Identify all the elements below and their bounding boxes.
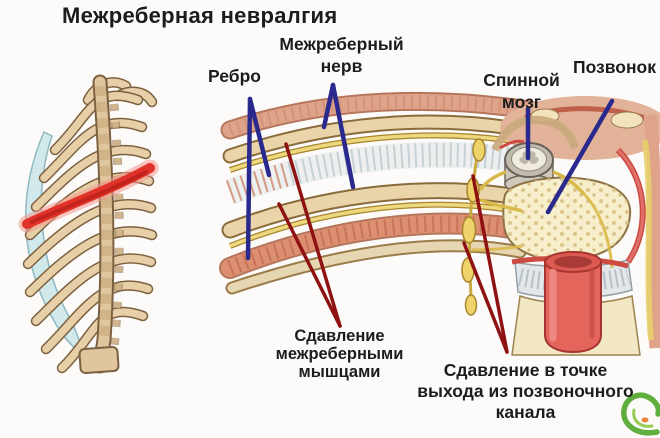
nerve-pointer-line-short [321, 82, 336, 130]
spinal-cord-drawing [504, 142, 554, 194]
label-muscle-compression-line: мышцами [298, 363, 381, 381]
nerve-pointer-line-long [330, 82, 356, 190]
muscle-compression-pointer-upper [284, 142, 342, 328]
label-spinal-cord-line: мозг [501, 92, 542, 112]
label-spinal-cord-line: Спинной [483, 70, 560, 90]
rib-cage-illustration [18, 74, 159, 374]
label-spinal-cord: Спинной мозг [459, 69, 584, 113]
label-canal-compression-line: канала [495, 402, 556, 422]
intercostal-fascia [225, 141, 522, 205]
label-muscle-compression-line: Сдавление [294, 327, 385, 345]
label-vertebra-line: Позвонок [573, 57, 656, 77]
rib-pointer-line-short [247, 96, 272, 178]
muscle-compression-pointer-lower [277, 202, 342, 328]
intercostal-muscle-layer [219, 212, 535, 279]
label-vertebra: Позвонок [567, 57, 660, 78]
green-swirl-logo-icon [621, 392, 660, 436]
vertebral-body-drawing [502, 176, 632, 262]
rib-b-layer [221, 182, 533, 239]
label-rib-line: Ребро [208, 66, 261, 86]
vertebra-pointer-line [545, 98, 615, 215]
pointer-lines [245, 82, 615, 354]
label-intercostal-nerve-line: нерв [320, 56, 363, 76]
spine-column [78, 74, 124, 374]
label-intercostal-nerve-line: Межреберный [279, 34, 404, 54]
label-canal-compression-line: Сдавление в точке [443, 360, 608, 380]
red-highlight-band [18, 159, 159, 233]
label-muscle-compression: Сдавление межреберными мышцами [258, 327, 421, 381]
canal-compression-pointer-lower [462, 241, 509, 354]
label-rib: Ребро [192, 66, 277, 87]
label-canal-compression-line: выхода из позвоночного [417, 381, 634, 401]
canal-compression-pointer-upper [471, 174, 509, 354]
label-muscle-compression-line: межреберными [275, 345, 404, 363]
page-title: Межреберная невралгия [62, 3, 338, 28]
blood-vessel-drawing [544, 251, 602, 354]
cross-section-illustration [219, 91, 660, 356]
label-canal-compression: Сдавление в точке выхода из позвоночного… [403, 360, 648, 423]
label-intercostal-nerve: Межреберный нерв [264, 33, 419, 77]
rib-pointer-line-long [245, 96, 253, 261]
rib-a-layer [222, 114, 532, 164]
